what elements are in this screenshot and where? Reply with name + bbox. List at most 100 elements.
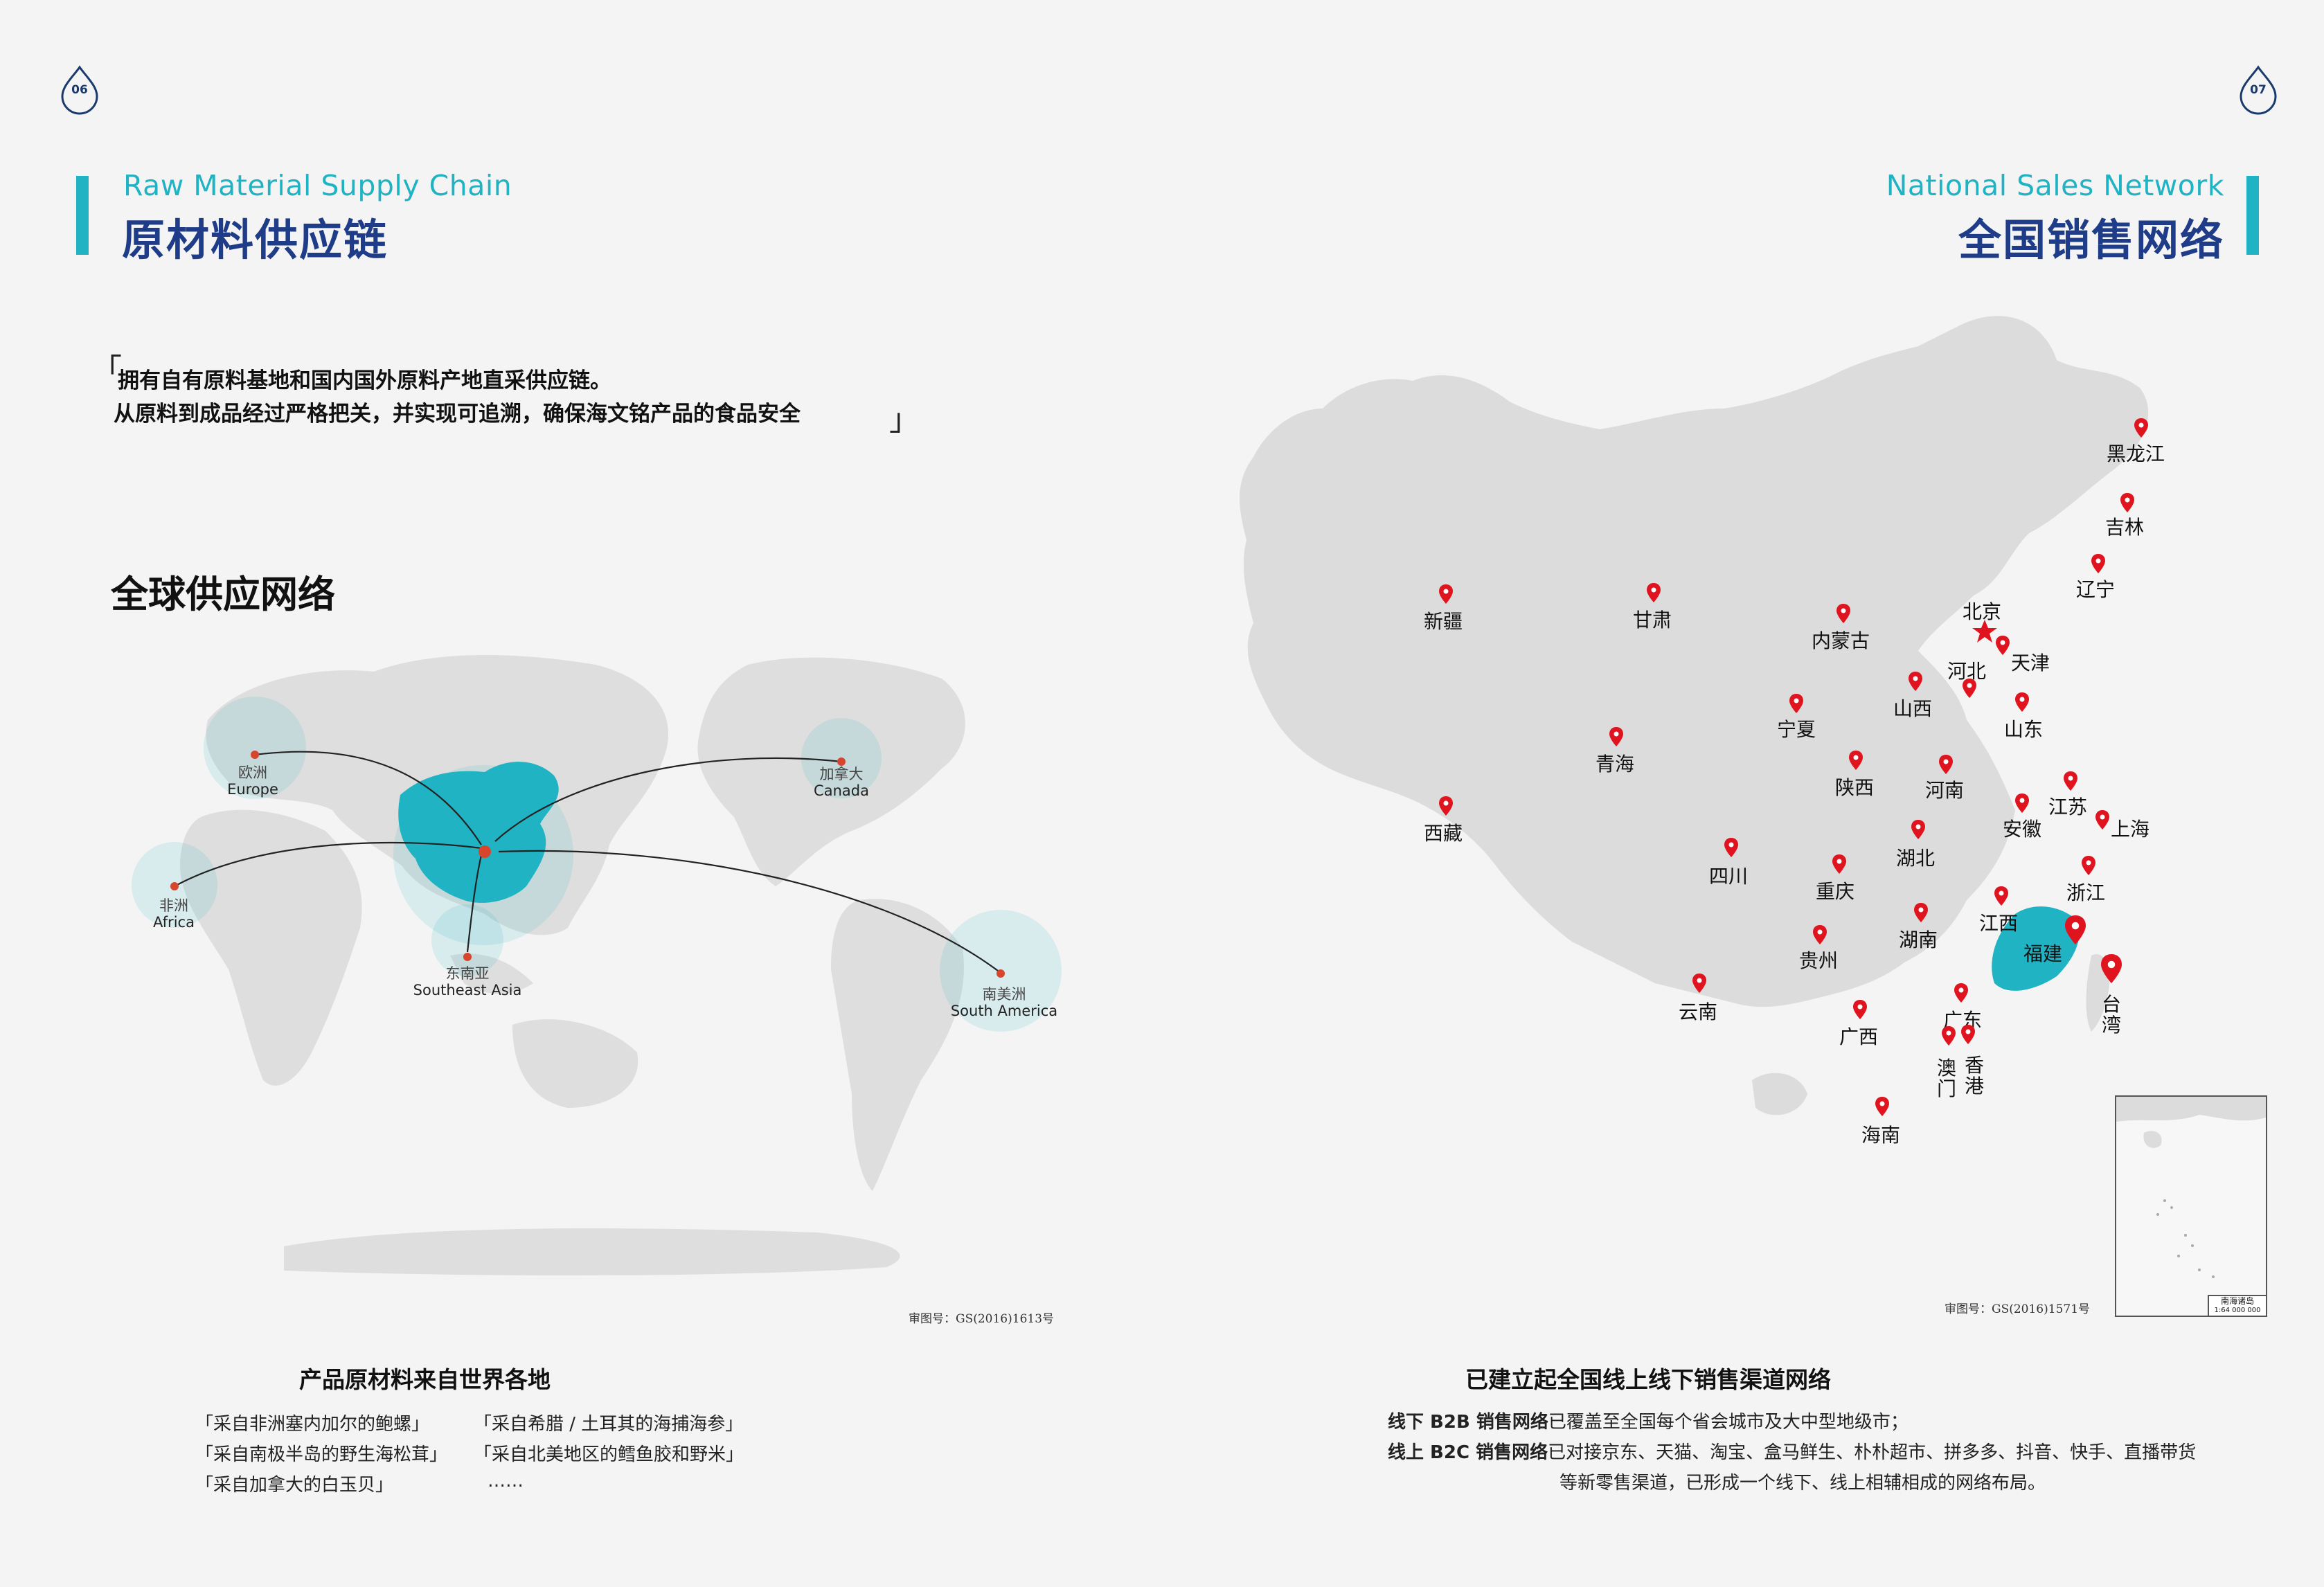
drop-icon (61, 65, 98, 115)
location-pin-icon (1439, 584, 1453, 604)
province-label: 西藏 (1424, 822, 1463, 845)
raw-material-subtitle: 产品原材料来自世界各地 (299, 1366, 551, 1393)
online-text: 已对接京东、天猫、淘宝、盒马鲜生、朴朴超市、拼多多、抖音、快手、直播带货 (1548, 1442, 2197, 1463)
location-pin-icon (1954, 983, 1968, 1003)
inset-map (2116, 1097, 2266, 1278)
location-pin-icon (2134, 418, 2148, 438)
province-label: 福建 (2023, 942, 2063, 965)
intro-quote-line2: 从原料到成品经过严格把关，并实现可追溯，确保海文铭产品的食品安全 (114, 402, 801, 427)
province-label: 内蒙古 (1812, 629, 1870, 652)
province-label: 四川 (1709, 865, 1749, 888)
page-number-badge-left: 06 (60, 65, 100, 115)
province-label: 北京 (1963, 600, 2002, 623)
source-item-ellipsis: …… (488, 1471, 524, 1491)
province-label-vertical: 香港 (1964, 1054, 1984, 1097)
page-number-badge-right: 07 (2238, 65, 2278, 115)
location-pin-icon (1439, 796, 1453, 816)
province-label: 吉林 (2105, 516, 2145, 539)
province-label: 海南 (1861, 1124, 1901, 1147)
province-label: 天津 (2011, 652, 2050, 674)
location-pin-icon (1914, 903, 1928, 922)
province-label: 新疆 (1424, 610, 1463, 633)
location-pin-icon (1836, 604, 1850, 623)
province-label: 重庆 (1816, 880, 1855, 903)
province-label: 安徽 (2003, 818, 2042, 841)
location-pin-icon (2065, 915, 2086, 944)
offline-text: 已覆盖至全国每个省会城市及大中型地级市； (1548, 1412, 1909, 1433)
location-pin-icon (2101, 954, 2122, 983)
intro-quote-line1: 拥有自有原料基地和国内国外原料产地直采供应链。 (118, 368, 611, 393)
online-sales-line-cont: 等新零售渠道，已形成一个线下、线上相辅相成的网络布局。 (1559, 1473, 2046, 1494)
province-label: 陕西 (1835, 776, 1875, 799)
location-pin-icon (1724, 838, 1738, 857)
location-pin-icon (1813, 925, 1827, 944)
sales-network-subtitle: 已建立起全国线上线下销售渠道网络 (1465, 1366, 1831, 1393)
section-title-cn: 全国销售网络 (1958, 215, 2224, 265)
location-pin-icon (2120, 493, 2134, 512)
location-pin-icon (2015, 692, 2029, 712)
province-label: 山东 (2004, 718, 2044, 741)
province-label: 江西 (1979, 912, 2019, 935)
province-label-vertical: 台湾 (2101, 993, 2121, 1037)
province-label: 贵州 (1799, 949, 1839, 972)
province-label: 湖北 (1896, 847, 1936, 870)
location-pin-icon (1849, 751, 1863, 770)
location-pin-icon (1853, 1000, 1867, 1019)
section-title-cn: 原材料供应链 (122, 215, 388, 265)
location-pin-icon (1909, 672, 1922, 691)
page-number: 06 (71, 83, 88, 97)
location-pin-icon (1911, 820, 1925, 839)
location-pin-icon (1609, 727, 1623, 746)
province-label-vertical: 澳门 (1936, 1057, 1956, 1100)
source-item: 「采自加拿大的白玉贝」 (195, 1475, 394, 1496)
source-item: 「采自南极半岛的野生海松茸」 (195, 1444, 448, 1465)
map-approval-number: 审图号：GS(2016)1613号 (909, 1312, 1055, 1326)
province-label: 辽宁 (2076, 578, 2116, 601)
province-label: 甘肃 (1633, 609, 1672, 631)
source-item: 「采自北美地区的鳕鱼胶和野米」 (474, 1444, 744, 1465)
page-number: 07 (2250, 83, 2267, 97)
location-pin-icon (1875, 1097, 1889, 1116)
offline-label: 线下 B2B 销售网络 (1388, 1412, 1548, 1433)
title-accent-bar (76, 176, 89, 255)
location-pin-icon (1939, 755, 1953, 774)
online-label: 线上 B2C 销售网络 (1388, 1442, 1548, 1463)
capital-star-icon (1972, 620, 1997, 643)
drop-icon (2240, 65, 2277, 115)
global-network-heading: 全球供应网络 (111, 573, 335, 616)
south-china-sea-inset: 南海诸岛 1:64 000 000 (2115, 1095, 2267, 1317)
source-item: 「采自非洲塞内加尔的鲍螺」 (195, 1414, 430, 1435)
location-pin-icon (2082, 856, 2095, 875)
world-map (132, 655, 1062, 1275)
province-label: 云南 (1679, 1001, 1718, 1023)
location-pin-icon (1647, 583, 1661, 602)
province-label: 河北 (1947, 660, 1987, 683)
location-pin-icon (1963, 679, 1976, 698)
province-label: 湖南 (1899, 929, 1938, 951)
province-label: 浙江 (2066, 881, 2106, 904)
province-label: 青海 (1595, 753, 1635, 775)
section-title-en: National Sales Network (1886, 169, 2224, 202)
province-label: 上海 (2111, 818, 2150, 841)
location-pin-icon (1994, 886, 2008, 906)
province-label: 宁夏 (1777, 718, 1816, 741)
china-map (1240, 316, 2149, 1115)
section-title-en: Raw Material Supply Chain (123, 169, 512, 202)
offline-sales-line: 线下 B2B 销售网络已覆盖至全国每个省会城市及大中型地级市； (1388, 1407, 1909, 1437)
province-label: 山西 (1893, 697, 1933, 720)
location-pin-icon (1961, 1025, 1975, 1044)
location-pin-icon (1942, 1026, 1956, 1046)
china-highlight (398, 762, 559, 903)
map-approval-number: 审图号：GS(2016)1571号 (1945, 1302, 2091, 1316)
location-pin-icon (1832, 854, 1846, 874)
inset-title: 南海诸岛 (2220, 1296, 2254, 1306)
inset-scale: 1:64 000 000 (2214, 1307, 2261, 1314)
province-label: 河南 (1925, 779, 1965, 802)
source-item: 「采自希腊 / 土耳其的海捕海参」 (474, 1414, 744, 1435)
location-pin-icon (2015, 794, 2029, 813)
